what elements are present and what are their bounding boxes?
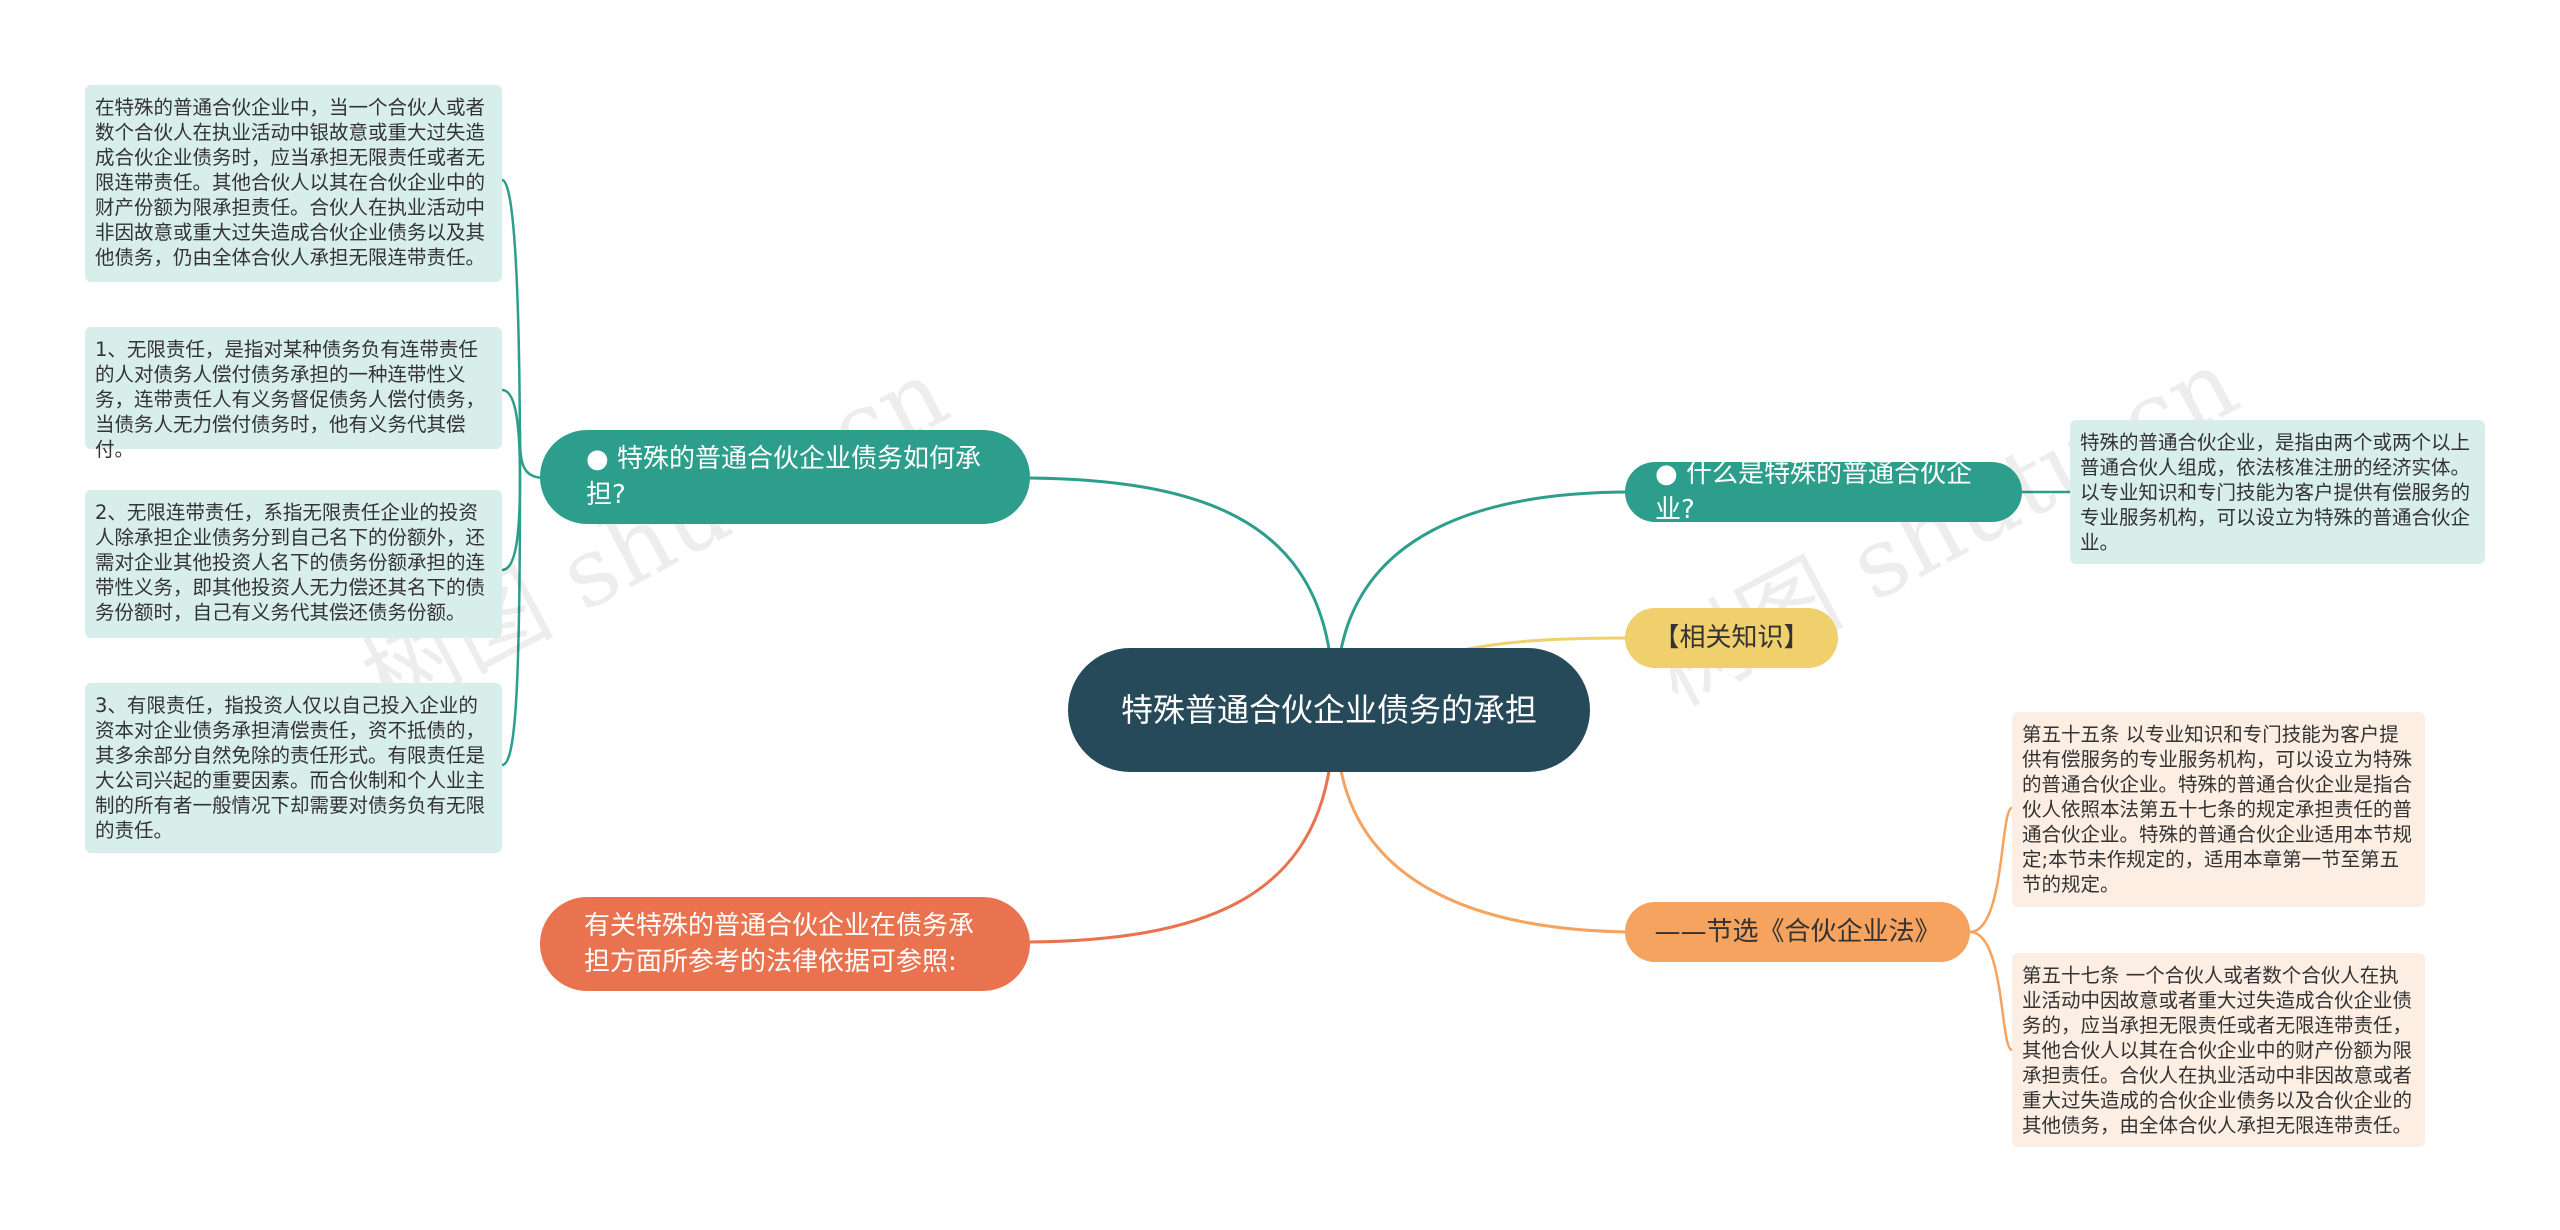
link-root-how [1029,476,1332,656]
note-article-57: 第五十七条 一个合伙人或者数个合伙人在执业活动中因故意或者重大过失造成合伙企业债… [2012,953,2425,1147]
branch-related-label: 【相关知识】 [1653,623,1810,653]
link-how-2 [501,388,522,479]
root-topic-label: 特殊普通合伙企业债务的承担 [1120,691,1537,729]
note-text: 1、无限责任，是指对某种债务负有连带责任的人对债务人偿付债务承担的一种连带性义务… [95,338,486,461]
branch-law-label: ——节选《合伙企业法》 [1654,917,1941,947]
link-root-basis [1029,764,1332,944]
link-law-2 [1969,930,2014,1052]
note-what-definition: 特殊的普通合伙企业，是指由两个或两个以上普通合伙人组成，依法核准注册的经济实体。… [2070,420,2485,564]
note-text: 2、无限连带责任，系指无限责任企业的投资人除承担企业债务分到自己名下的份额外，还… [95,501,486,624]
link-how-3 [501,477,522,572]
note-text: 特殊的普通合伙企业，是指由两个或两个以上普通合伙人组成，依法核准注册的经济实体。… [2080,431,2471,554]
branch-how-to-bear-debts[interactable]: ● 特殊的普通合伙企业债务如何承担? [540,430,1030,524]
branch-what-label: ● 什么是特殊的普通合伙企业? [1655,459,1972,525]
note-text: 第五十五条 以专业知识和专门技能为客户提供有偿服务的专业服务机构，可以设立为特殊… [2022,723,2413,896]
branch-related-knowledge[interactable]: 【相关知识】 [1625,608,1838,668]
root-topic[interactable]: 特殊普通合伙企业债务的承担 [1068,648,1590,772]
note-text: 3、有限责任，指投资人仅以自己投入企业的资本对企业债务承担清偿责任，资不抵债的，… [95,694,486,842]
branch-legal-basis[interactable]: 有关特殊的普通合伙企业在债务承担方面所参考的法律依据可参照: [540,897,1030,991]
branch-how-label: ● 特殊的普通合伙企业债务如何承担? [586,444,981,510]
note-unlimited-joint-liability: 2、无限连带责任，系指无限责任企业的投资人除承担企业债务分到自己名下的份额外，还… [85,490,502,638]
branch-what-is-special-partnership[interactable]: ● 什么是特殊的普通合伙企业? [1625,459,2022,525]
link-root-what [1338,490,1631,656]
link-root-law [1338,764,1631,934]
note-article-55: 第五十五条 以专业知识和专门技能为客户提供有偿服务的专业服务机构，可以设立为特殊… [2012,712,2425,907]
branch-partnership-law-excerpt[interactable]: ——节选《合伙企业法》 [1625,902,1970,962]
branch-basis-label: 有关特殊的普通合伙企业在债务承担方面所参考的法律依据可参照: [584,911,975,977]
note-unlimited-liability: 1、无限责任，是指对某种债务负有连带责任的人对债务人偿付债务承担的一种连带性义务… [85,327,502,461]
note-limited-liability: 3、有限责任，指投资人仅以自己投入企业的资本对企业债务承担清偿责任，资不抵债的，… [85,683,502,853]
note-text: 在特殊的普通合伙企业中，当一个合伙人或者数个合伙人在执业活动中银故意或重大过失造… [95,96,486,269]
note-how-1: 在特殊的普通合伙企业中，当一个合伙人或者数个合伙人在执业活动中银故意或重大过失造… [85,85,502,282]
link-how-4 [501,477,522,767]
note-text: 第五十七条 一个合伙人或者数个合伙人在执业活动中因故意或者重大过失造成合伙企业债… [2022,964,2413,1137]
link-law-1 [1969,806,2014,934]
link-how-1 [501,178,522,479]
